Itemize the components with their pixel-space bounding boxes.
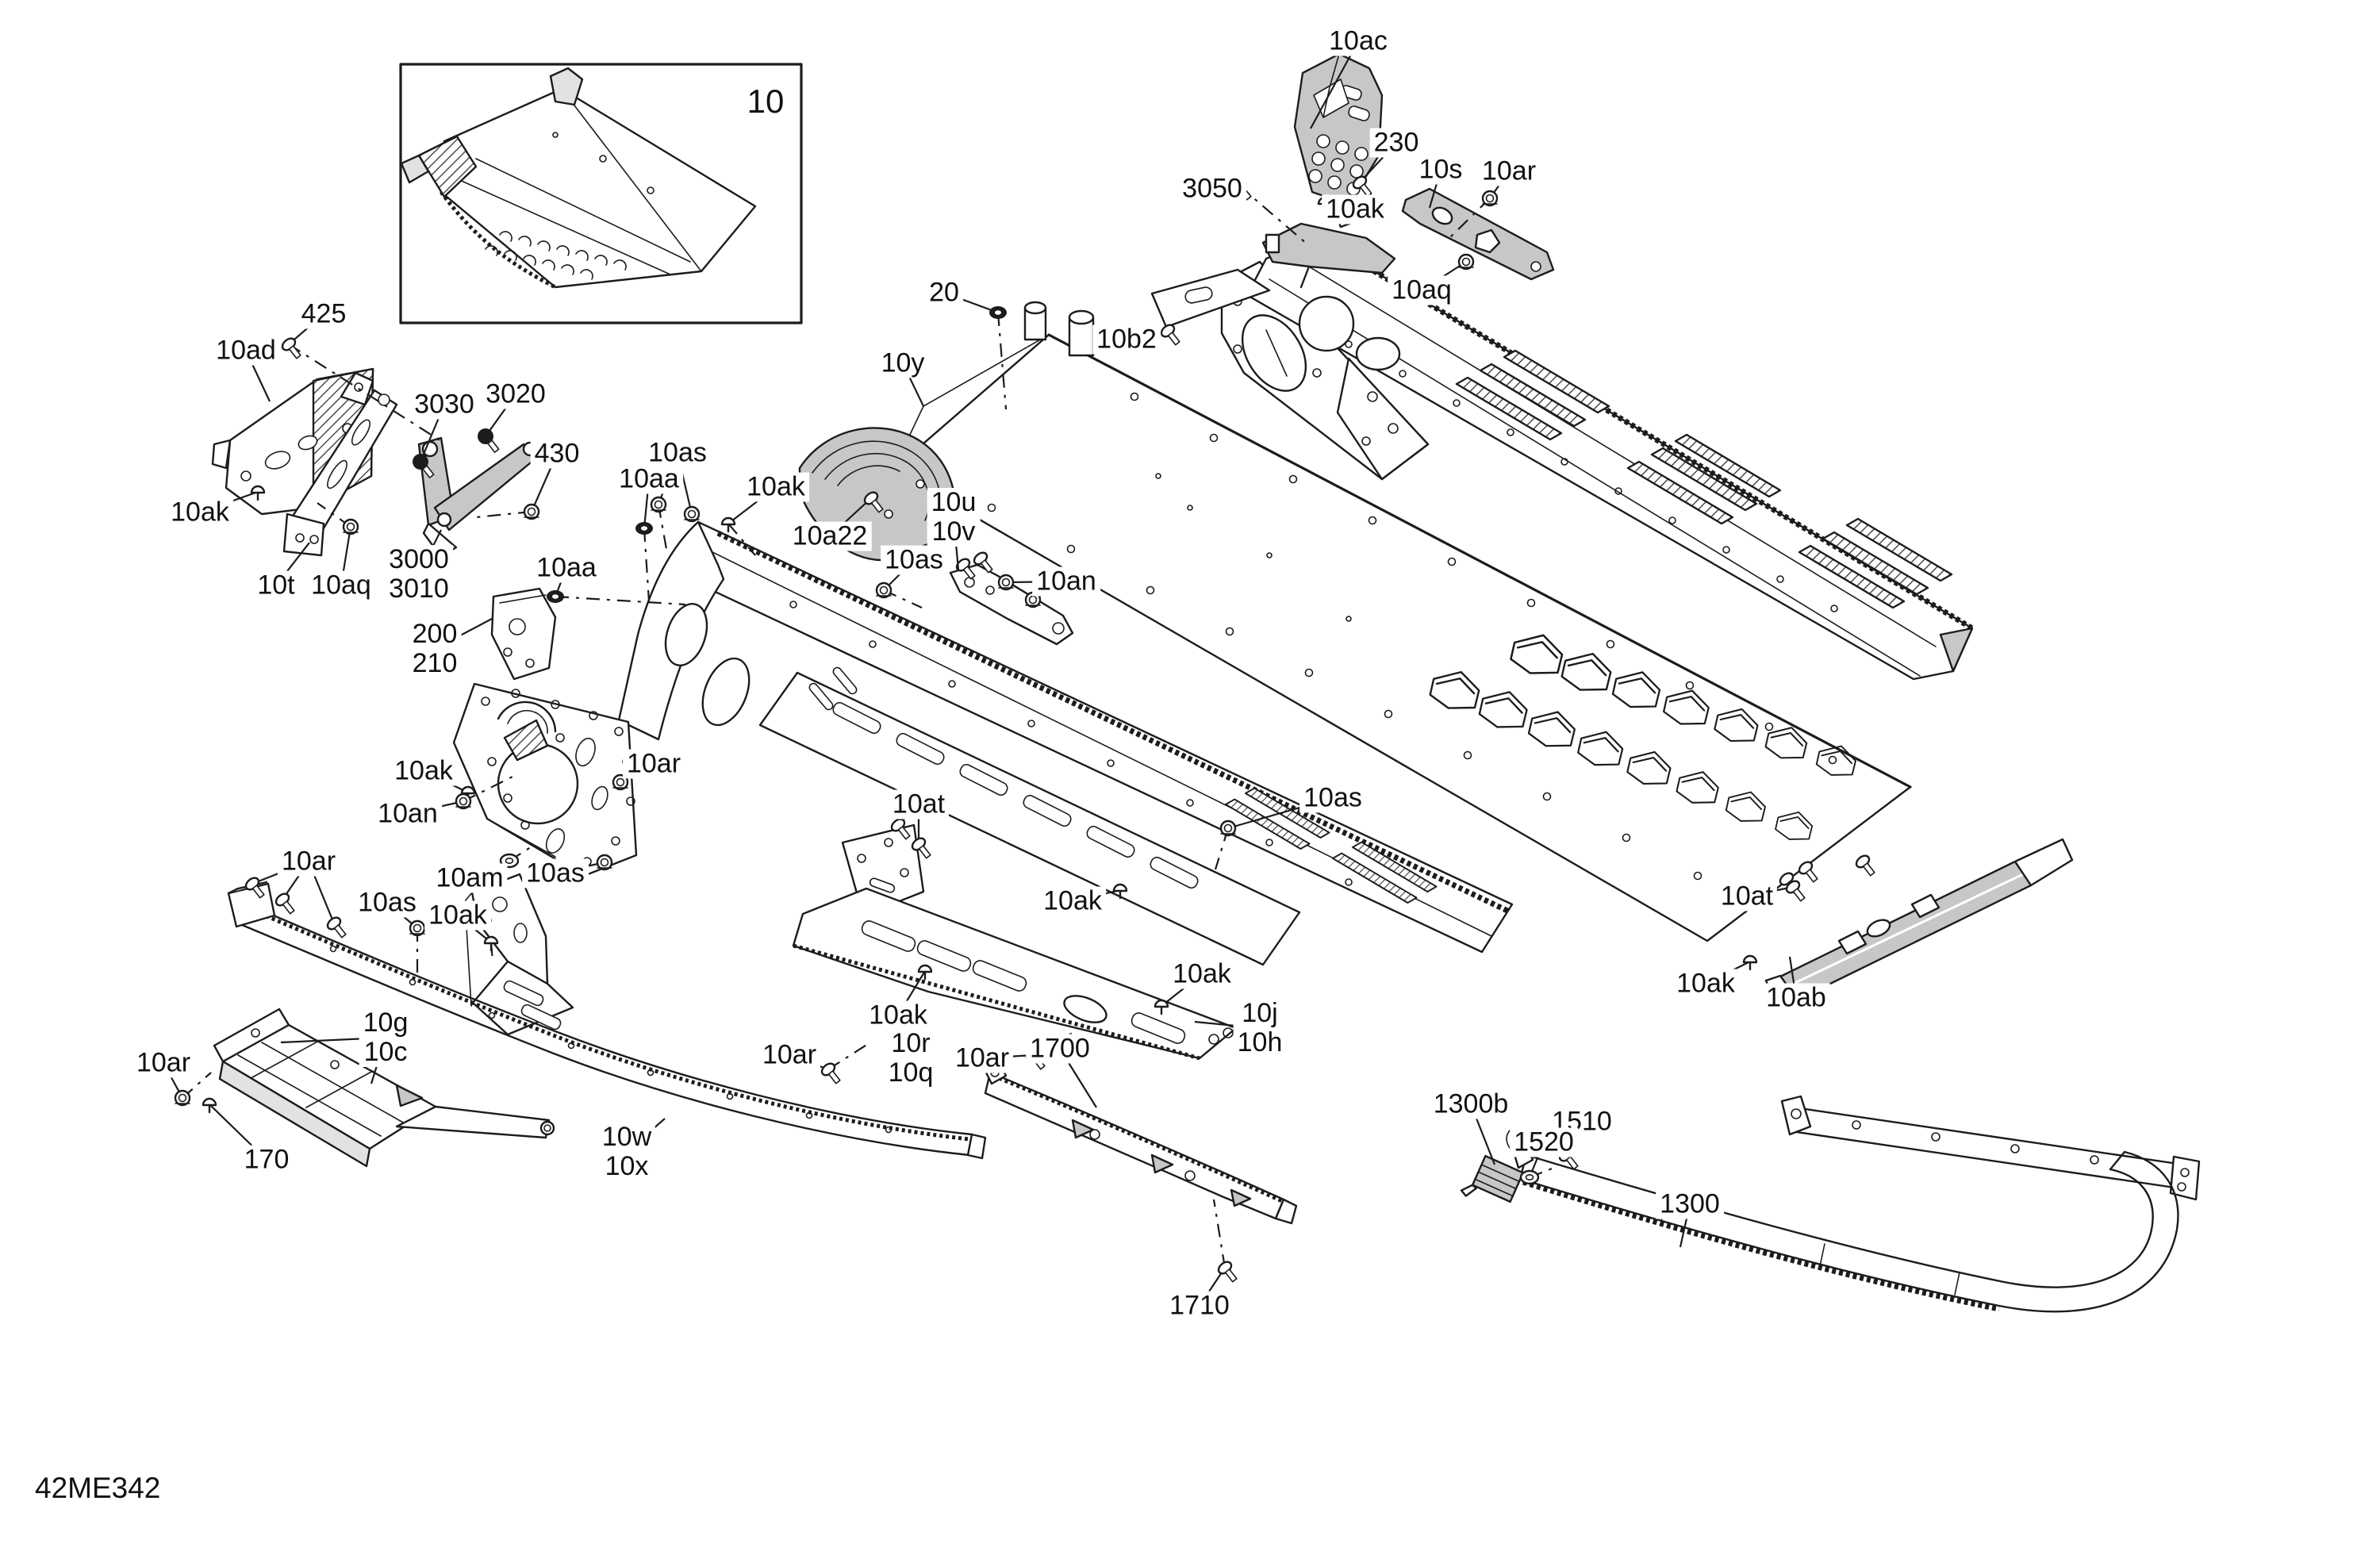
fastener-nut-glyph [650, 496, 667, 513]
footboard-edge-strip [227, 881, 987, 1160]
footrest-support-10g [213, 1008, 555, 1168]
fastener-bolt-glyph [279, 335, 305, 363]
fastener-grom-glyph [547, 590, 564, 603]
fastener-nut-glyph [1457, 253, 1475, 271]
fastener-nut-glyph [409, 919, 426, 937]
fastener-washer-glyph [1519, 1169, 1540, 1185]
fastener-nut-glyph [596, 854, 613, 871]
fastener-grom-glyph [635, 522, 653, 535]
angle-plate [464, 873, 574, 1036]
fastener-nut-glyph [455, 793, 472, 810]
tunnel-upper-assembly [1150, 222, 1974, 681]
drawing-code: 42ME342 [35, 1472, 161, 1504]
fastener-rivet-glyph [202, 1097, 217, 1114]
fastener-nut-glyph [1024, 591, 1042, 608]
bumper-end-cap-1300b [1460, 1154, 1525, 1203]
fastener-nut-glyph [997, 574, 1015, 591]
rail-1700 [982, 1058, 1298, 1225]
fastener-rivet-glyph [1742, 954, 1758, 971]
fastener-rivet-glyph [483, 935, 499, 952]
support-arm-10t [282, 389, 398, 557]
fastener-nut-glyph [875, 582, 892, 599]
sheet-posts [1023, 301, 1095, 357]
fastener-washer-glyph [499, 853, 520, 869]
fastener-bolt-glyph [819, 1060, 845, 1088]
tunnel-top-sheet [892, 301, 1912, 942]
bumper-assembly [1460, 1095, 2201, 1313]
sheet-edge-holes [987, 392, 1837, 881]
bracket-10u-10v [949, 549, 1074, 646]
fastener-nut-glyph [1481, 190, 1499, 207]
fastener-nut-glyph [1219, 819, 1237, 837]
fastener-nut-glyph [523, 503, 540, 520]
fastener-grom-glyph [989, 306, 1007, 319]
inset-assembled-view [399, 63, 803, 324]
center-footboard [792, 823, 1238, 1061]
fastener-bolt-glyph [1230, 176, 1256, 204]
fastener-nut-glyph [174, 1089, 191, 1107]
fastener-rivet-glyph [1317, 196, 1333, 213]
fastener-bolt-glyph [324, 914, 351, 942]
tunnel-hatch-slots [1455, 349, 1953, 609]
fastener-nut-glyph [683, 505, 701, 523]
fastener-nut-glyph [342, 518, 359, 535]
fastener-boltd-glyph [474, 424, 504, 457]
fastener-bolt-glyph [1023, 1046, 1050, 1073]
rear-rail-10ab [1764, 838, 2074, 1009]
fastener-nut-glyph [612, 773, 629, 791]
fastener-bolt-glyph [1215, 1258, 1242, 1286]
bracket-200-210 [490, 587, 557, 681]
frame-rail-assembly [617, 520, 1514, 966]
link-plate-10s [1401, 187, 1555, 281]
fastener-bolt-glyph [273, 890, 299, 918]
bulkhead-side-plate [452, 682, 638, 877]
fastener-bolt-glyph [1158, 321, 1184, 349]
upper-bracket-10ac [1293, 52, 1384, 228]
